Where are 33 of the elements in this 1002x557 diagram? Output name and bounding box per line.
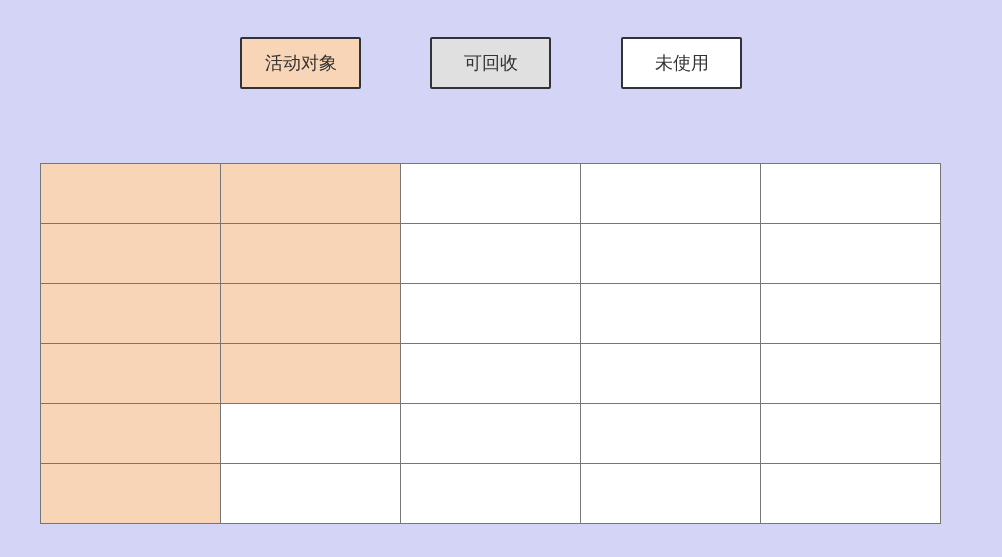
- memory-block: [220, 283, 401, 344]
- memory-block: [40, 163, 221, 224]
- memory-block: [760, 343, 941, 404]
- legend-label: 未使用: [654, 51, 709, 75]
- memory-block: [400, 223, 581, 284]
- memory-block: [580, 163, 761, 224]
- memory-block: [400, 463, 581, 524]
- memory-block: [40, 463, 221, 524]
- memory-block: [580, 463, 761, 524]
- memory-block: [220, 163, 401, 224]
- memory-block: [580, 403, 761, 464]
- memory-block: [400, 163, 581, 224]
- memory-block: [580, 223, 761, 284]
- memory-block: [220, 223, 401, 284]
- memory-block: [580, 283, 761, 344]
- memory-block: [580, 343, 761, 404]
- memory-block: [40, 403, 221, 464]
- memory-block: [40, 223, 221, 284]
- memory-block: [40, 283, 221, 344]
- memory-block: [760, 163, 941, 224]
- memory-block: [400, 403, 581, 464]
- legend-label: 可回收: [463, 51, 518, 75]
- memory-block: [220, 463, 401, 524]
- memory-block: [760, 283, 941, 344]
- memory-block: [400, 343, 581, 404]
- memory-block: [220, 343, 401, 404]
- memory-block: [220, 403, 401, 464]
- legend-label: 活动对象: [264, 51, 337, 75]
- memory-block: [760, 463, 941, 524]
- memory-block: [760, 223, 941, 284]
- memory-block: [400, 283, 581, 344]
- memory-block: [760, 403, 941, 464]
- memory-block: [40, 343, 221, 404]
